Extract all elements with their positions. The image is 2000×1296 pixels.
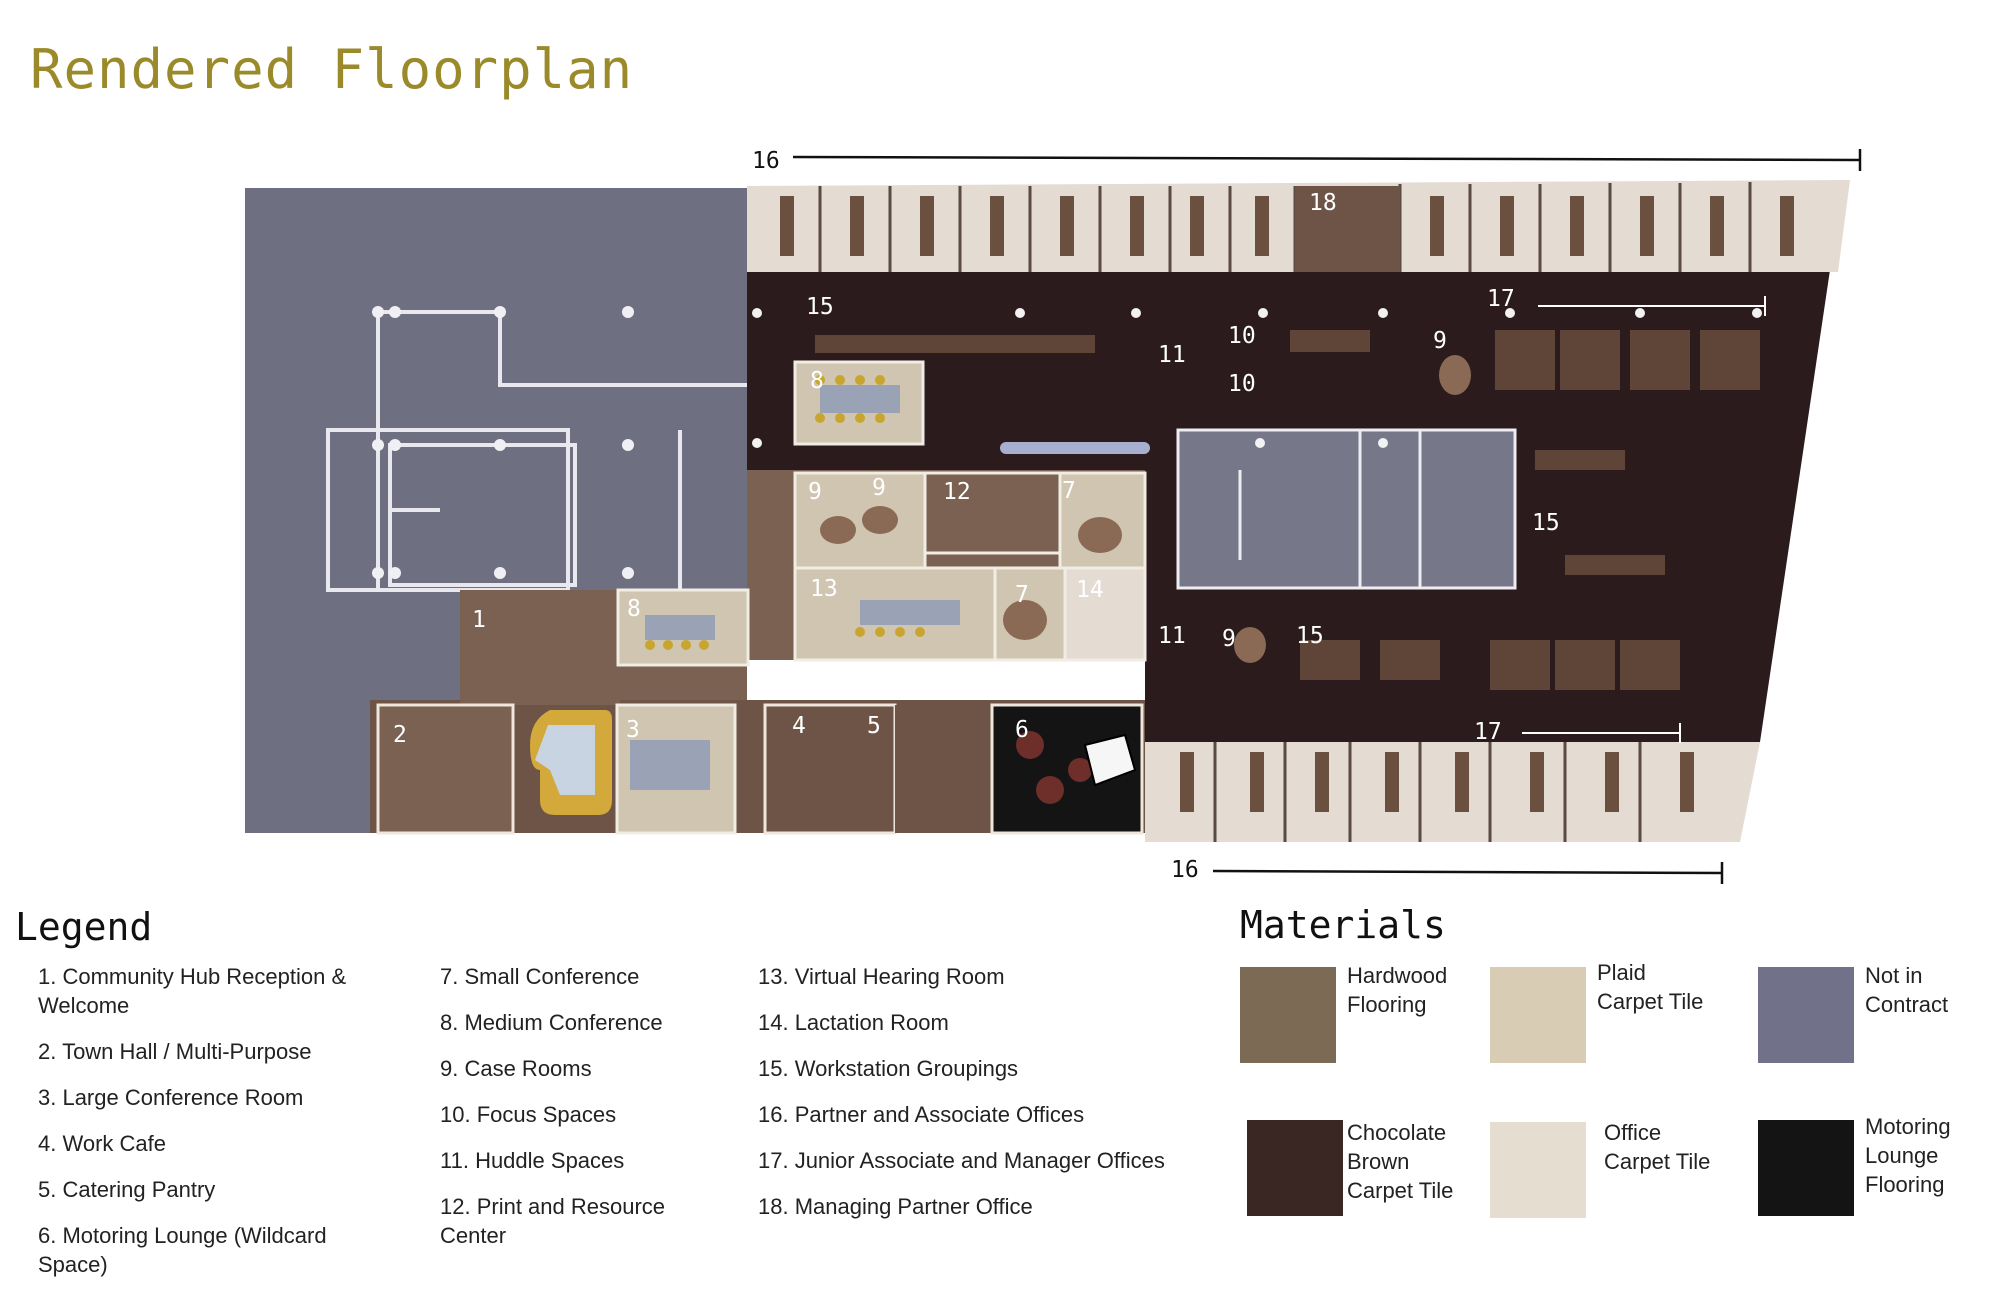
room-label: 13 <box>810 576 838 602</box>
legend-item: 17. Junior Associate and Manager Offices <box>758 1148 1165 1173</box>
room-label: 9 <box>1433 328 1447 354</box>
room-label: 17 <box>1487 286 1515 312</box>
conference-tables <box>630 385 960 790</box>
chocolate-carpet-swatch <box>1247 1120 1343 1216</box>
bottom-office-strip <box>1145 742 1760 842</box>
materials-title: Materials <box>1240 903 1446 947</box>
room-label: 11 <box>1158 342 1186 368</box>
room-label: 15 <box>1532 510 1560 536</box>
legend-column-3: 13. Virtual Hearing Room 14. Lactation R… <box>758 962 1198 1238</box>
legend-item: 18. Managing Partner Office <box>758 1194 1033 1219</box>
plaid-carpet-swatch <box>1490 967 1586 1063</box>
legend-item: 16. Partner and Associate Offices <box>758 1102 1085 1127</box>
material-label: Not in Contract <box>1865 963 1949 1017</box>
room-label: 6 <box>1015 717 1029 743</box>
core-block <box>1176 428 1517 590</box>
lactation-room <box>1063 566 1147 662</box>
dimension-label-bottom: 16 <box>1171 857 1199 883</box>
legend-item: 13. Virtual Hearing Room <box>758 964 1005 989</box>
material-label: Motoring Lounge Flooring <box>1865 1114 1951 1197</box>
room-label: 9 <box>872 475 886 501</box>
dimension-line-17-bottom <box>1522 723 1681 743</box>
dimension-line-17-top <box>1538 296 1766 316</box>
room-label: 11 <box>1158 623 1186 649</box>
reception-bench <box>1000 442 1150 454</box>
dimension-line-bottom <box>1212 862 1724 884</box>
legend-item: 14. Lactation Room <box>758 1010 949 1035</box>
floorplan: 16 16 1 2 3 4 5 6 7 7 8 8 9 9 9 9 10 10 … <box>245 148 1862 884</box>
office-columns <box>752 308 1762 448</box>
material-label: Chocolate Brown Carpet Tile <box>1347 1120 1454 1203</box>
legend-item: 10. Focus Spaces <box>440 1102 617 1127</box>
material-label: Hardwood Flooring <box>1347 963 1448 1017</box>
room-label: 3 <box>626 717 640 743</box>
dimension-line-top <box>792 149 1862 171</box>
room-label: 10 <box>1228 371 1256 397</box>
print-resource-room <box>923 471 1062 555</box>
legend-item: 8. Medium Conference <box>440 1010 663 1035</box>
legend-title: Legend <box>15 905 153 949</box>
room-label: 12 <box>943 479 971 505</box>
legend-item: 4. Work Cafe <box>38 1131 166 1156</box>
room-label: 4 <box>792 713 806 739</box>
room-label: 5 <box>867 713 881 739</box>
room-label: 10 <box>1228 323 1256 349</box>
chairs <box>645 375 925 650</box>
dimension-label-top: 16 <box>752 148 780 174</box>
office-carpet-swatch <box>1490 1122 1586 1218</box>
material-label: Plaid Carpet Tile <box>1597 960 1704 1014</box>
room-label: 15 <box>1296 623 1324 649</box>
workstation-desks <box>815 330 1760 690</box>
grey-area-columns <box>372 306 634 579</box>
room-label: 1 <box>472 607 486 633</box>
room-label: 8 <box>810 368 824 394</box>
catering-pantry <box>763 703 897 835</box>
legend-item: 1. Community Hub Reception & Welcome <box>38 964 347 1018</box>
bottom-office-walls <box>1213 742 1642 842</box>
town-hall-room <box>376 703 515 835</box>
legend-item: 2. Town Hall / Multi-Purpose <box>38 1039 312 1064</box>
material-label: Office Carpet Tile <box>1604 1120 1711 1174</box>
legend-item: 12. Print and Resource Center <box>440 1194 666 1248</box>
room-label: 15 <box>806 294 834 320</box>
round-tables <box>820 355 1471 663</box>
legend-item: 6. Motoring Lounge (Wildcard Space) <box>38 1223 327 1277</box>
legend-item: 7. Small Conference <box>440 964 640 989</box>
top-office-desks <box>780 196 1794 256</box>
legend-item: 15. Workstation Groupings <box>758 1056 1019 1081</box>
core-walls <box>1238 430 1422 588</box>
car-shape <box>1083 733 1137 787</box>
room-label: 9 <box>1222 626 1236 652</box>
page-title: Rendered Floorplan <box>30 38 634 101</box>
legend-column-2: 7. Small Conference 8. Medium Conference… <box>440 962 700 1267</box>
legend-item: 3. Large Conference Room <box>38 1085 304 1110</box>
room-label: 14 <box>1076 577 1104 603</box>
legend-item: 11. Huddle Spaces <box>440 1148 625 1173</box>
motoring-lounge-swatch <box>1758 1120 1854 1216</box>
hardwood-swatch <box>1240 967 1336 1063</box>
not-in-contract-swatch <box>1758 967 1854 1063</box>
room-label: 7 <box>1015 582 1029 608</box>
room-label: 18 <box>1309 190 1337 216</box>
legend-item: 5. Catering Pantry <box>38 1177 216 1202</box>
room-label: 2 <box>393 722 407 748</box>
legend-item: 9. Case Rooms <box>440 1056 592 1081</box>
managing-partner-office <box>1295 186 1400 272</box>
lounge-furniture <box>1016 731 1092 804</box>
work-cafe <box>895 705 990 833</box>
legend-column-1: 1. Community Hub Reception & Welcome 2. … <box>38 962 398 1296</box>
hardwood-entry <box>460 590 620 705</box>
bottom-office-desks <box>1180 752 1694 812</box>
room-label: 8 <box>627 596 641 622</box>
cafe-seating <box>535 725 595 795</box>
room-label: 17 <box>1474 719 1502 745</box>
room-label: 7 <box>1062 478 1076 504</box>
room-label: 9 <box>808 479 822 505</box>
